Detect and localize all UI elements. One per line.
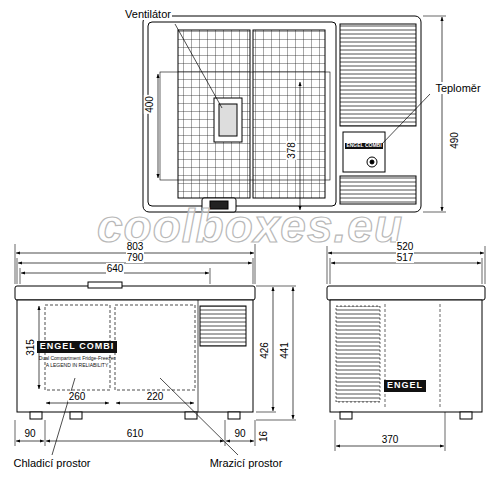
dimension: 520 <box>396 241 415 252</box>
dimension: 640 <box>106 263 125 274</box>
brand-slogan: A LEGEND IN RELIABILITY <box>46 363 109 369</box>
dimension: 315 <box>25 338 36 357</box>
dimension: 610 <box>126 428 145 439</box>
dimension: 260 <box>68 391 87 402</box>
dimension: 400 <box>144 95 155 114</box>
brand-logo: ENGEL COMBI <box>345 143 382 149</box>
dimension: 517 <box>396 252 415 263</box>
part-label: Mrazicí prostor <box>209 457 284 469</box>
dimension: 490 <box>449 131 460 150</box>
dimension: 803 <box>126 241 145 252</box>
part-label: Teploměr <box>434 82 481 94</box>
part-label: Chladicí prostor <box>12 457 91 469</box>
dimension: 16 <box>259 429 270 442</box>
dimension: 370 <box>381 434 400 445</box>
dimension: 426 <box>259 341 270 360</box>
dimension: 441 <box>279 341 290 360</box>
brand-slogan: Dual Compartment Fridge-Freezer <box>39 356 115 362</box>
part-label: Ventilátor <box>124 8 172 20</box>
dimension: 790 <box>126 252 145 263</box>
dimension: 90 <box>233 428 246 439</box>
dimension: 90 <box>23 428 36 439</box>
brand-logo: ENGEL COMBI <box>37 341 117 353</box>
dimension: 220 <box>146 391 165 402</box>
dimension: 378 <box>286 141 297 160</box>
brand-logo: ENGEL <box>384 380 426 392</box>
